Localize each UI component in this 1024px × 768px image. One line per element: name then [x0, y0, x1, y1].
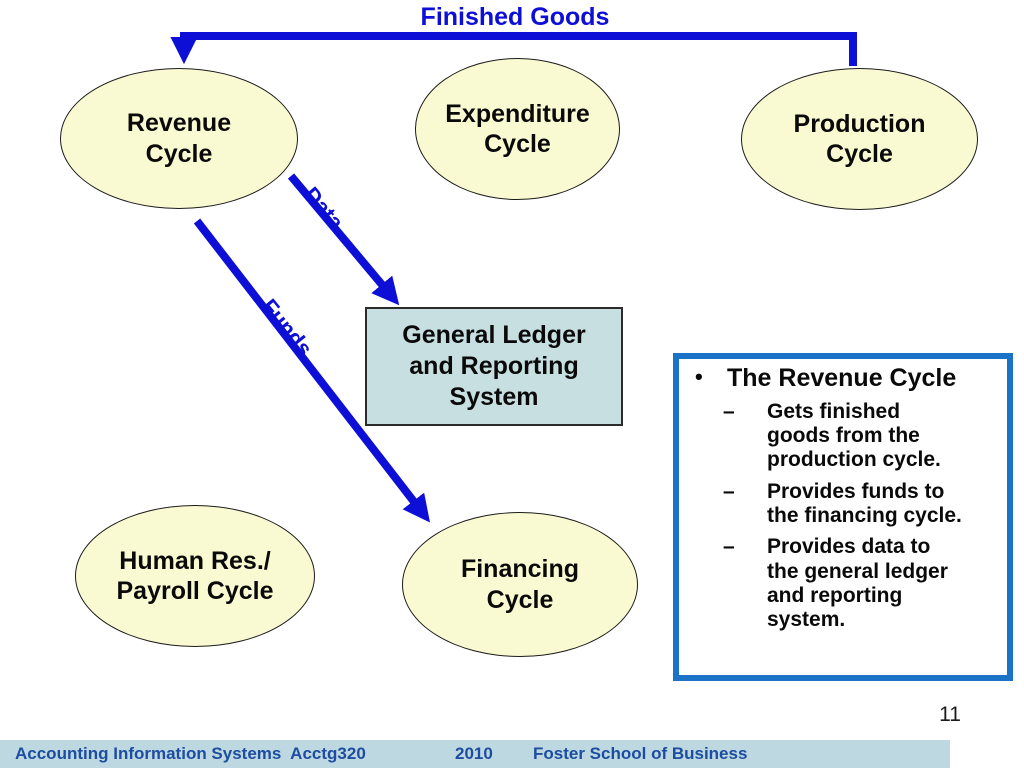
data-edge-label: Data: [298, 182, 349, 235]
dash-marker: –: [723, 399, 735, 423]
note-item: – Gets finished goods from the productio…: [679, 400, 1007, 473]
note-item-text: Gets finished goods from the production …: [767, 399, 941, 472]
node-financing-cycle: Financing Cycle: [402, 512, 638, 657]
note-item: – Provides funds to the financing cycle.: [679, 480, 1007, 529]
note-title-row: • The Revenue Cycle: [679, 364, 1007, 393]
footer-school-label: Foster School of Business: [533, 744, 748, 763]
bullet-marker: •: [695, 364, 703, 389]
page-number: 11: [939, 703, 961, 726]
dash-marker: –: [723, 479, 735, 503]
node-expenditure-cycle: Expenditure Cycle: [415, 58, 620, 200]
node-general-ledger-box: General Ledger and Reporting System: [365, 307, 623, 426]
revenue-cycle-note-box: • The Revenue Cycle – Gets finished good…: [673, 353, 1013, 681]
footer-bar: Accounting Information Systems Acctg320 …: [0, 740, 950, 768]
footer-course-label: Accounting Information Systems Acctg320: [15, 744, 366, 763]
node-production-cycle: Production Cycle: [741, 68, 978, 210]
node-revenue-cycle: Revenue Cycle: [60, 68, 298, 209]
note-title: The Revenue Cycle: [727, 364, 957, 392]
finished-goods-label: Finished Goods: [420, 3, 610, 31]
footer-year-label: 2010: [455, 744, 493, 763]
funds-edge-label: Funds: [256, 294, 318, 362]
note-item-text: Provides funds to the financing cycle.: [767, 479, 962, 527]
dash-marker: –: [723, 535, 735, 559]
note-item-text: Provides data to the general ledger and …: [767, 535, 948, 632]
node-human-resources-payroll-cycle: Human Res./ Payroll Cycle: [75, 505, 315, 647]
note-item: – Provides data to the general ledger an…: [679, 535, 1007, 632]
